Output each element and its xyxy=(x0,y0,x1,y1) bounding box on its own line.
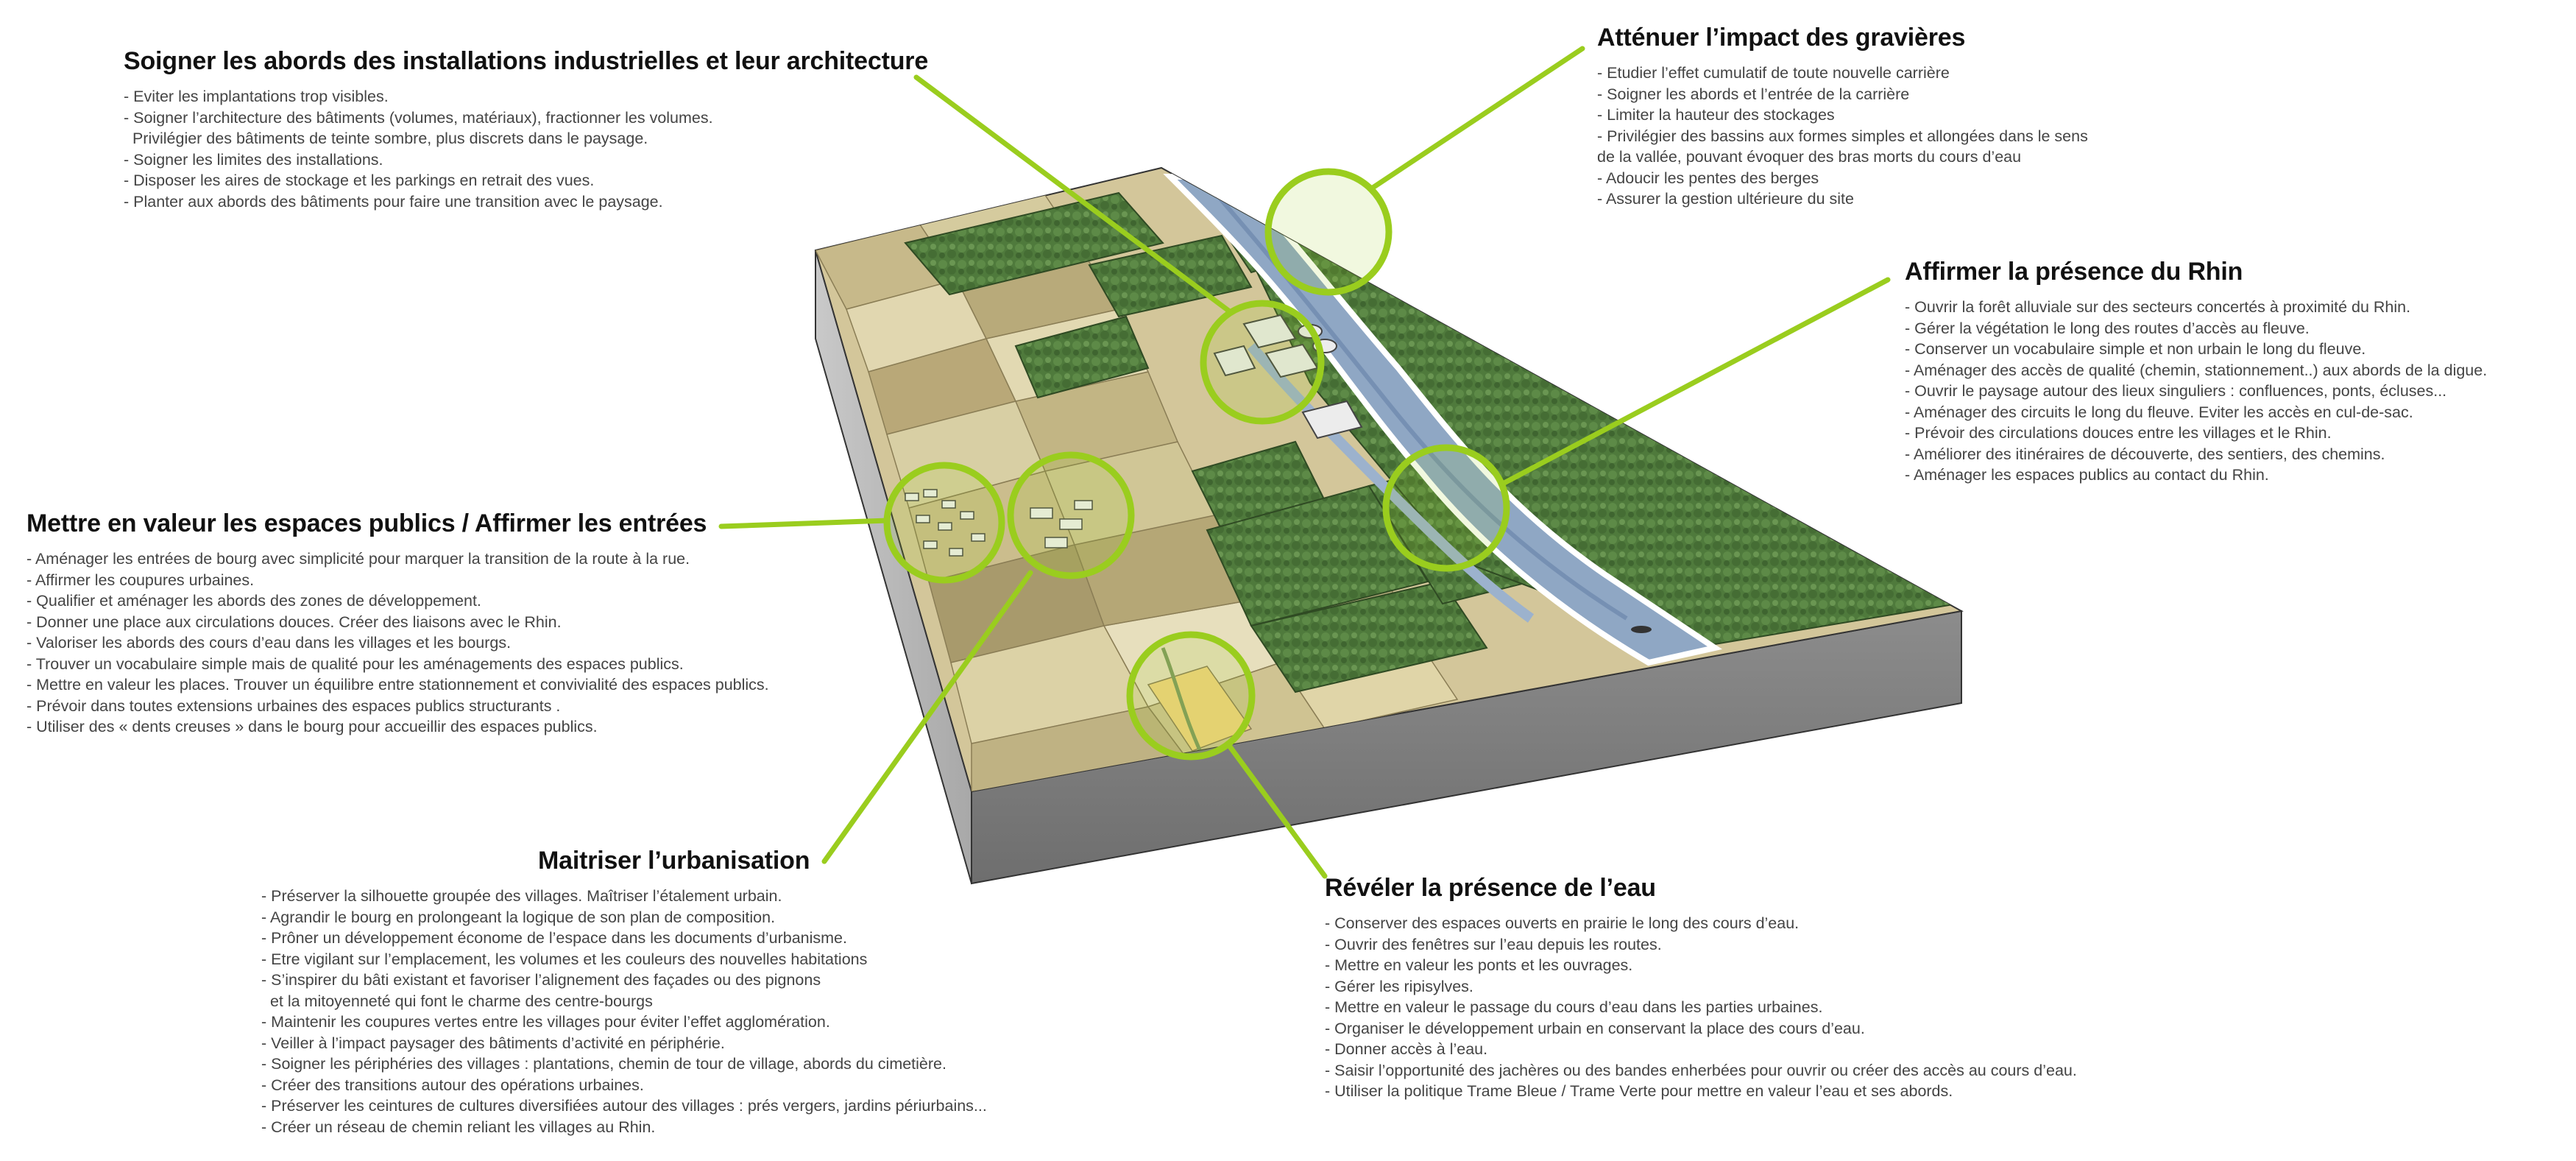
list-item: - Saisir l’opportunité des jachères ou d… xyxy=(1325,1061,2077,1079)
list-item: - Etre vigilant sur l’emplacement, les v… xyxy=(261,950,868,968)
list-item: - Améliorer des itinéraires de découvert… xyxy=(1905,445,2385,463)
list-item: - Soigner les périphéries des villages :… xyxy=(261,1055,946,1073)
list-item: - Mettre en valeur le passage du cours d… xyxy=(1325,998,1823,1016)
list-item: - Créer des transitions autour des opéra… xyxy=(261,1076,644,1094)
list-item: - Aménager des circuits le long du fleuv… xyxy=(1905,403,2413,421)
list-item: - Maintenir les coupures vertes entre le… xyxy=(261,1013,830,1031)
list-item: - Gérer les ripisylves. xyxy=(1325,977,1473,995)
list-item: de la vallée, pouvant évoquer des bras m… xyxy=(1597,148,2022,166)
block-public-title: Mettre en valeur les espaces publics / A… xyxy=(26,509,707,537)
village-houses xyxy=(905,489,1093,557)
list-item: - Utiliser la politique Trame Bleue / Tr… xyxy=(1325,1082,1953,1100)
list-item: - Privilégier des bassins aux formes sim… xyxy=(1597,127,2088,145)
list-item: - Créer un réseau de chemin reliant les … xyxy=(261,1118,656,1136)
block-industrial: Soigner les abords des installations ind… xyxy=(124,47,928,212)
block-industrial-list: - Eviter les implantations trop visibles… xyxy=(124,86,928,212)
block-urban: Maitriser l’urbanisation - Préserver la … xyxy=(261,847,987,1137)
block-public: Mettre en valeur les espaces publics / A… xyxy=(26,509,769,738)
list-item: - Gérer la végétation le long des routes… xyxy=(1905,319,2310,337)
block-urban-list: - Préserver la silhouette groupée des vi… xyxy=(261,886,987,1137)
list-item: et la mitoyenneté qui font le charme des… xyxy=(261,992,653,1010)
list-item: - Qualifier et aménager les abords des z… xyxy=(26,592,481,610)
list-item: - Eviter les implantations trop visibles… xyxy=(124,88,389,105)
block-industrial-title: Soigner les abords des installations ind… xyxy=(124,47,929,75)
circle-water xyxy=(1126,631,1256,761)
list-item: - Veiller à l’impact paysager des bâtime… xyxy=(261,1034,725,1052)
list-item: - Prévoir des circulations douces entre … xyxy=(1905,424,2332,442)
list-item: - Aménager des accès de qualité (chemin,… xyxy=(1905,361,2488,379)
block-gravel: Atténuer l’impact des gravières - Etudie… xyxy=(1597,24,2088,210)
list-item: - Affirmer les coupures urbaines. xyxy=(26,571,255,589)
leader-urban xyxy=(821,570,1033,864)
leader-public xyxy=(718,518,891,529)
circle-gravel-pit xyxy=(1264,168,1393,296)
highlight-circles xyxy=(883,168,1510,761)
list-item: - Disposer les aires de stockage et les … xyxy=(124,172,595,189)
list-item: - Aménager les entrées de bourg avec sim… xyxy=(26,550,690,568)
block-urban-title: Maitriser l’urbanisation xyxy=(538,847,810,875)
side-canal xyxy=(1247,342,1535,623)
list-item: - Aménager les espaces publics au contac… xyxy=(1905,466,2269,484)
list-item: - Trouver un vocabulaire simple mais de … xyxy=(26,654,684,673)
list-item: - Donner une place aux circulations douc… xyxy=(26,613,562,631)
leader-gravel xyxy=(1367,46,1585,192)
block-rhin-title: Affirmer la présence du Rhin xyxy=(1905,258,2243,286)
list-item: - Ouvrir le paysage autour des lieux sin… xyxy=(1905,382,2447,400)
rhine-channel xyxy=(1197,174,1628,621)
leader-rhin xyxy=(1498,277,1891,487)
circle-village-center xyxy=(883,462,1005,584)
block-rhin: Affirmer la présence du Rhin - Ouvrir la… xyxy=(1905,258,2487,486)
block-water-title: Révéler la présence de l’eau xyxy=(1325,874,1656,902)
circle-industry xyxy=(1200,300,1325,425)
list-item: - Conserver un vocabulaire simple et non… xyxy=(1905,340,2366,358)
list-item: - Assurer la gestion ultérieure du site xyxy=(1597,190,1854,208)
list-item: - Ouvrir des fenêtres sur l’eau depuis l… xyxy=(1325,935,1662,953)
list-item: - Donner accès à l’eau. xyxy=(1325,1040,1488,1058)
circle-rhine xyxy=(1382,444,1510,572)
list-item: - Prôner un développement économe de l’e… xyxy=(261,929,847,947)
list-item: - Soigner les limites des installations. xyxy=(124,150,383,169)
list-item: - Préserver la silhouette groupée des vi… xyxy=(261,887,782,905)
list-item: - Préserver les ceintures de cultures di… xyxy=(261,1097,987,1115)
boat xyxy=(1631,626,1652,633)
list-item: - Adoucir les pentes des berges xyxy=(1597,169,1819,187)
block-rhin-list: - Ouvrir la forêt alluviale sur des sect… xyxy=(1905,297,2487,486)
list-item: - S’inspirer du bâti existant et favoris… xyxy=(261,971,821,989)
block-gravel-title: Atténuer l’impact des gravières xyxy=(1597,24,1966,52)
block-water: Révéler la présence de l’eau - Conserver… xyxy=(1325,874,2077,1102)
list-item: Privilégier des bâtiments de teinte somb… xyxy=(124,130,648,147)
leader-industrial xyxy=(913,74,1234,315)
list-item: - Organiser le développement urbain en c… xyxy=(1325,1019,1865,1037)
list-item: - Soigner les abords et l’entrée de la c… xyxy=(1597,85,1910,103)
industrial-buildings xyxy=(1213,314,1363,440)
block-water-list: - Conserver des espaces ouverts en prair… xyxy=(1325,913,2077,1102)
circle-village-edge xyxy=(1007,451,1135,579)
list-item: - Etudier l’effet cumulatif de toute nou… xyxy=(1597,64,1950,82)
list-item: - Mettre en valeur les places. Trouver u… xyxy=(26,676,769,694)
list-item: - Limiter la hauteur des stockages xyxy=(1597,106,1835,124)
block-gravel-list: - Etudier l’effet cumulatif de toute nou… xyxy=(1597,63,2088,210)
block-public-list: - Aménager les entrées de bourg avec sim… xyxy=(26,548,769,738)
list-item: - Utiliser des « dents creuses » dans le… xyxy=(26,718,598,735)
leader-lines xyxy=(718,46,1891,879)
list-item: - Valoriser les abords des cours d’eau d… xyxy=(26,634,512,652)
list-item: - Prévoir dans toutes extensions urbaine… xyxy=(26,696,561,715)
leader-water xyxy=(1225,741,1328,879)
list-item: - Ouvrir la forêt alluviale sur des sect… xyxy=(1905,298,2411,316)
list-item: - Planter aux abords des bâtiments pour … xyxy=(124,192,663,211)
list-item: - Mettre en valeur les ponts et les ouvr… xyxy=(1325,956,1633,974)
wet-meadow xyxy=(1147,666,1253,752)
list-item: - Conserver des espaces ouverts en prair… xyxy=(1325,914,1800,932)
list-item: - Soigner l’architecture des bâtiments (… xyxy=(124,108,713,127)
list-item: - Agrandir le bourg en prolongeant la lo… xyxy=(261,908,776,926)
